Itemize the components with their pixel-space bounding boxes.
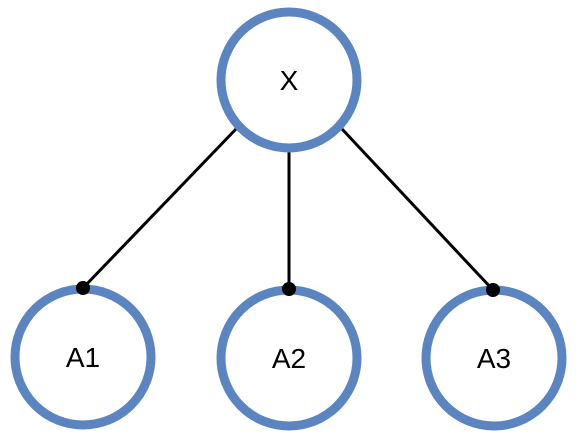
edge-dots xyxy=(76,281,500,297)
node-a1: A1 xyxy=(10,284,156,430)
edge-dot-a1 xyxy=(76,281,90,295)
node-a1-label: A1 xyxy=(66,342,100,373)
node-a3-label: A3 xyxy=(477,343,511,374)
edge-dot-a2 xyxy=(282,282,296,296)
node-x-label: X xyxy=(280,65,299,96)
node-x-circle xyxy=(216,7,362,153)
node-x: X xyxy=(216,7,362,153)
edge-dot-a3 xyxy=(486,283,500,297)
node-a3: A3 xyxy=(421,285,567,431)
node-a2: A2 xyxy=(216,285,362,431)
edge-x-a1 xyxy=(81,127,238,290)
edge-x-a3 xyxy=(340,127,495,292)
edges xyxy=(81,127,495,292)
node-a2-label: A2 xyxy=(272,343,306,374)
